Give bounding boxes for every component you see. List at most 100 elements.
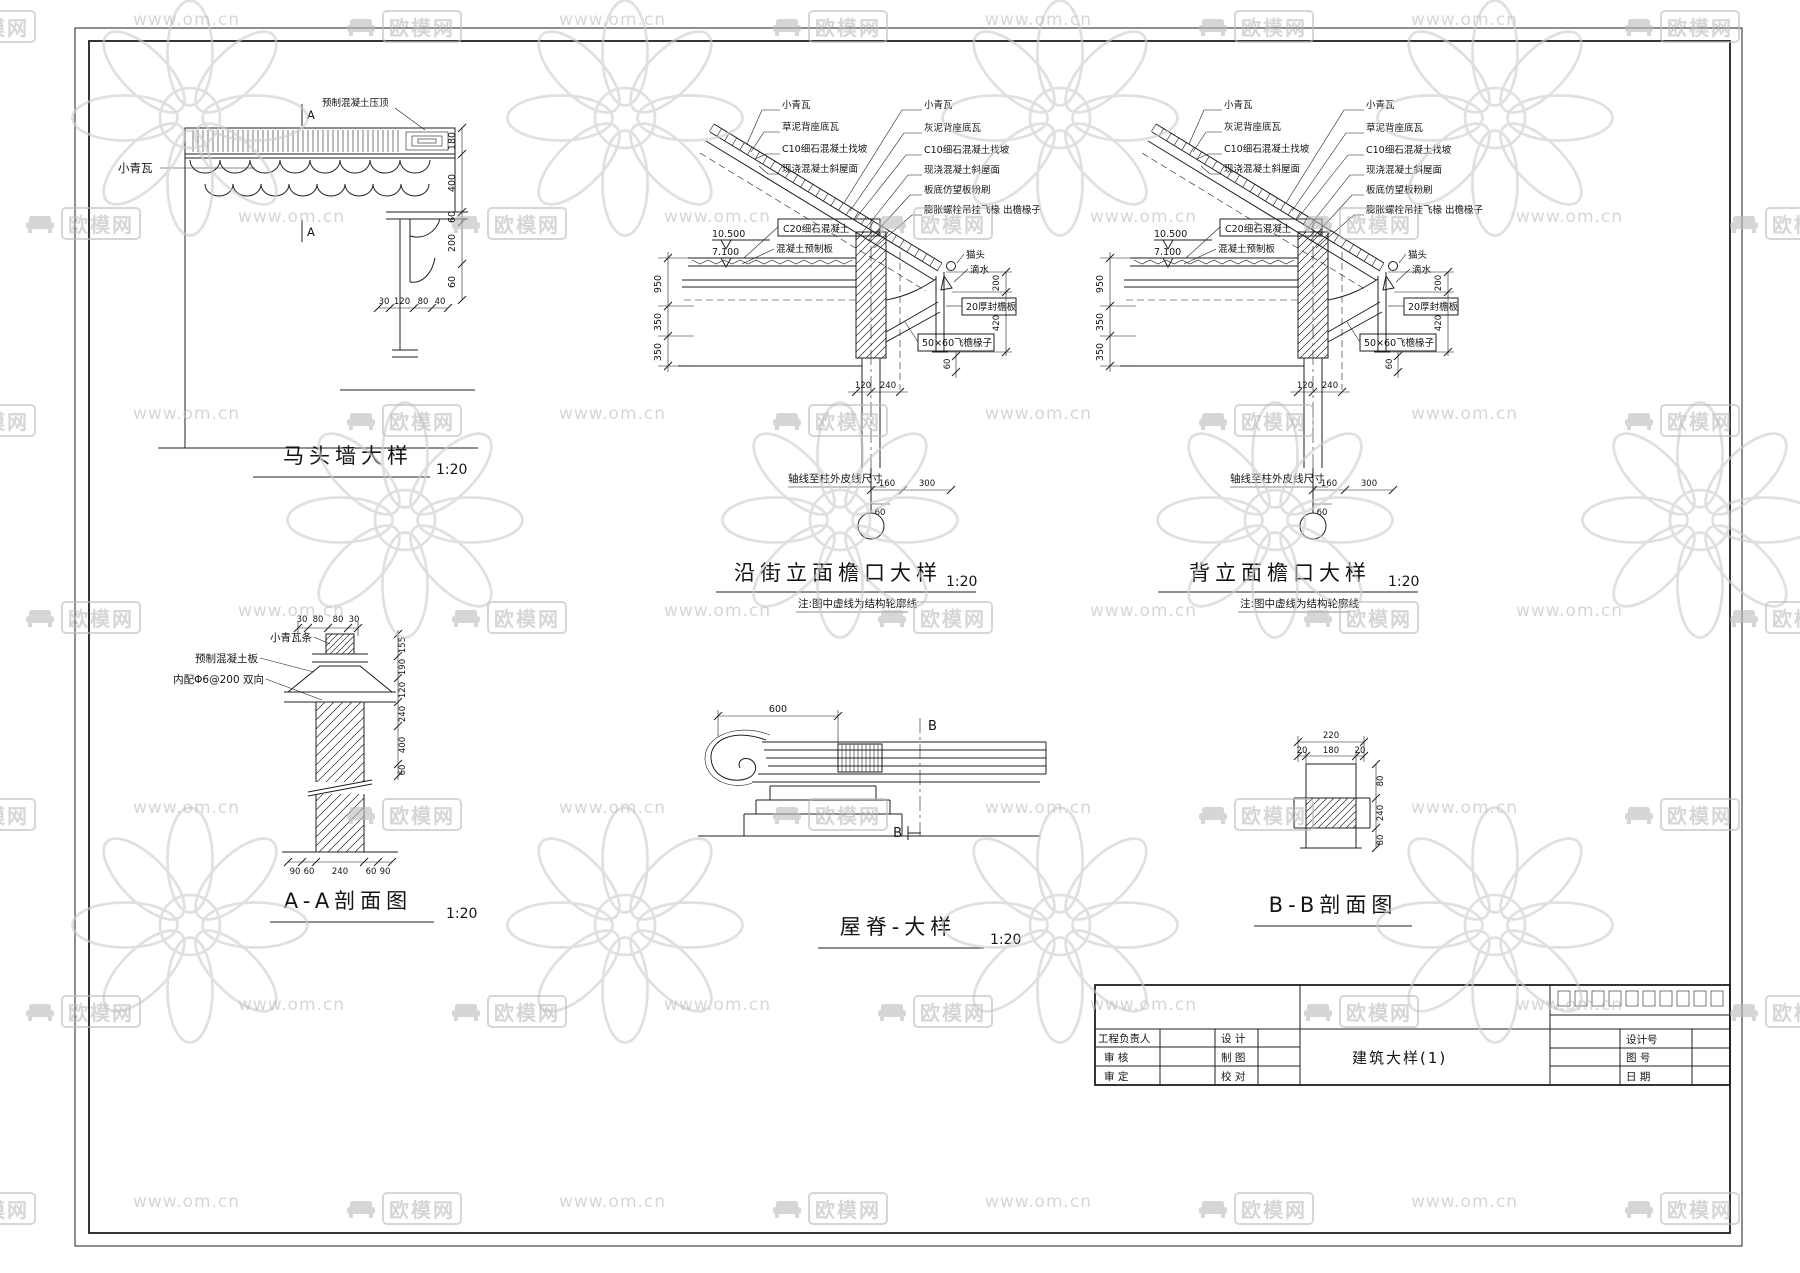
right-dim-ticks: [1001, 267, 1011, 357]
layer-label: 小青瓦: [782, 99, 811, 111]
layer-label: 小青瓦: [1366, 99, 1395, 111]
detail-section-aa: 30 80 80 30 90 60 240 60 90 155 190 120 …: [173, 615, 477, 923]
cap-hatch: [325, 633, 355, 655]
tb-field: 日 期: [1626, 1071, 1650, 1083]
dim: 40: [435, 297, 446, 307]
section-marker-a-top: A: [307, 108, 315, 122]
level-label: 10.500: [1154, 229, 1187, 240]
dim: 400: [447, 174, 458, 192]
tb-field: 校 对: [1221, 1070, 1246, 1083]
dim: 240: [398, 706, 408, 722]
left-dim-ticks: [663, 253, 673, 371]
layer-label: 草泥背座底瓦: [1366, 122, 1424, 134]
d6-dim-ticks: [1293, 737, 1369, 761]
dim: 155: [398, 637, 408, 653]
dim: 80: [1376, 835, 1386, 846]
dim: 350: [653, 313, 664, 331]
dim: 120: [398, 682, 408, 698]
right-dim-ticks: [1443, 267, 1453, 357]
level-label: 7.100: [712, 247, 739, 258]
d2-title: 沿街立面檐口大样: [734, 561, 942, 585]
dim: 120: [394, 297, 410, 307]
dim: 190: [398, 659, 408, 675]
layer-label: 膨胀螺栓吊挂飞椽 出檐椽子: [1366, 204, 1484, 216]
dim: 60: [943, 359, 953, 370]
tb-field: 制 图: [1221, 1051, 1245, 1064]
axis-note: 轴线至柱外皮线尺寸: [1230, 472, 1325, 485]
ridge-hatch: [841, 744, 879, 772]
dim: 80: [1376, 776, 1386, 787]
layer-label: 小青瓦: [1224, 99, 1253, 111]
rafter-label: 50×60飞檐椽子: [922, 337, 993, 349]
title-block: 工程负责人 审 核 审 定 设 计 制 图 校 对 建筑大样(1) 设计号 图 …: [1094, 984, 1731, 1086]
dim: 90: [290, 867, 301, 877]
rebar-label: 内配Φ6@200 双向: [173, 673, 264, 686]
tb-field: 审 定: [1104, 1070, 1129, 1083]
layer-label: 灰泥背座底瓦: [924, 122, 982, 134]
section-marker-b-top: B: [928, 719, 937, 734]
precast-slab-label: 预制混凝土板: [195, 652, 258, 665]
fascia-label: 20厚封檐板: [1408, 301, 1459, 313]
dim: 180: [1323, 746, 1339, 756]
tb-field: 设计号: [1626, 1033, 1658, 1046]
dim: 120: [855, 381, 871, 391]
dim: 20: [1297, 746, 1308, 756]
d5-title: 屋脊-大样: [840, 915, 957, 939]
layer-label: C10细石混凝土找坡: [924, 144, 1010, 156]
dim: 60: [304, 867, 315, 877]
eave-head-label: 猫头: [966, 249, 985, 261]
tb-field: 审 核: [1104, 1051, 1129, 1064]
layer-label: 灰泥背座底瓦: [1224, 121, 1282, 133]
section-marker-b-bottom: B: [893, 826, 902, 841]
eave-drip-label: 滴水: [1412, 264, 1432, 276]
d4-scale: 1:20: [446, 906, 477, 922]
dim: 420: [992, 315, 1002, 331]
dim: 300: [1361, 479, 1377, 489]
cornice-ornament: [691, 259, 853, 265]
d4-top-dim-ticks: [293, 623, 363, 633]
d5-scale: 1:20: [990, 932, 1021, 948]
dim: 420: [1434, 315, 1444, 331]
dim: 60: [447, 211, 458, 223]
fascia-dim-ticks: [951, 351, 961, 377]
fascia-dim-ticks: [1393, 351, 1403, 377]
section-marker-a-bottom: A: [307, 225, 315, 239]
d4-bottom-dim-ticks: [283, 857, 397, 867]
tb-field: 工程负责人: [1098, 1032, 1151, 1045]
layer-label: 混凝土预制板: [1218, 243, 1276, 255]
layer-label: C10细石混凝土找坡: [1224, 143, 1310, 155]
dim: 240: [332, 867, 348, 877]
d5-dim-ticks: [713, 711, 843, 721]
dim: 400: [398, 737, 408, 753]
layer-label: C10细石混凝土找坡: [1366, 144, 1452, 156]
dim: 60: [366, 867, 377, 877]
dim: 240: [1376, 805, 1386, 821]
dim: 240: [880, 381, 896, 391]
tile-label: 小青瓦: [118, 161, 153, 175]
dim: 120: [1297, 381, 1313, 391]
coping-hatch: [192, 130, 399, 152]
dim: 180: [447, 132, 458, 150]
col-dim-ticks: [1293, 387, 1347, 397]
detail-eave-street: 10.500 7.100 950 350 350 120 240 160 300…: [653, 99, 1042, 613]
d1-scale: 1:20: [436, 462, 467, 478]
detail-ridge: 600 B B 屋脊-大样 1:20: [698, 704, 1047, 949]
dim: 350: [1095, 343, 1106, 361]
dim: 60: [1317, 508, 1328, 518]
layer-label: 现浇混凝土斜屋面: [924, 164, 1000, 176]
tb-field: 图 号: [1626, 1052, 1650, 1064]
sheet-frame: [74, 27, 1743, 1247]
coping-label: 预制混凝土压顶: [322, 97, 389, 109]
d6-right-dim-ticks: [1371, 759, 1381, 853]
detail-eave-back: 10.500 7.100 950 350 350 120 240 160 300…: [1095, 99, 1484, 613]
dim: 950: [653, 275, 664, 293]
dim: 60: [875, 508, 886, 518]
eave-head-label: 猫头: [1408, 249, 1427, 261]
dim: 30: [349, 615, 360, 625]
dim: 220: [1323, 731, 1339, 741]
cornice-ornament: [1133, 259, 1295, 265]
dim: 200: [992, 275, 1002, 291]
layer-label-boxed: C20细石混凝土: [783, 223, 850, 235]
layer-label: 板底仿望板粉刷: [1366, 184, 1433, 196]
